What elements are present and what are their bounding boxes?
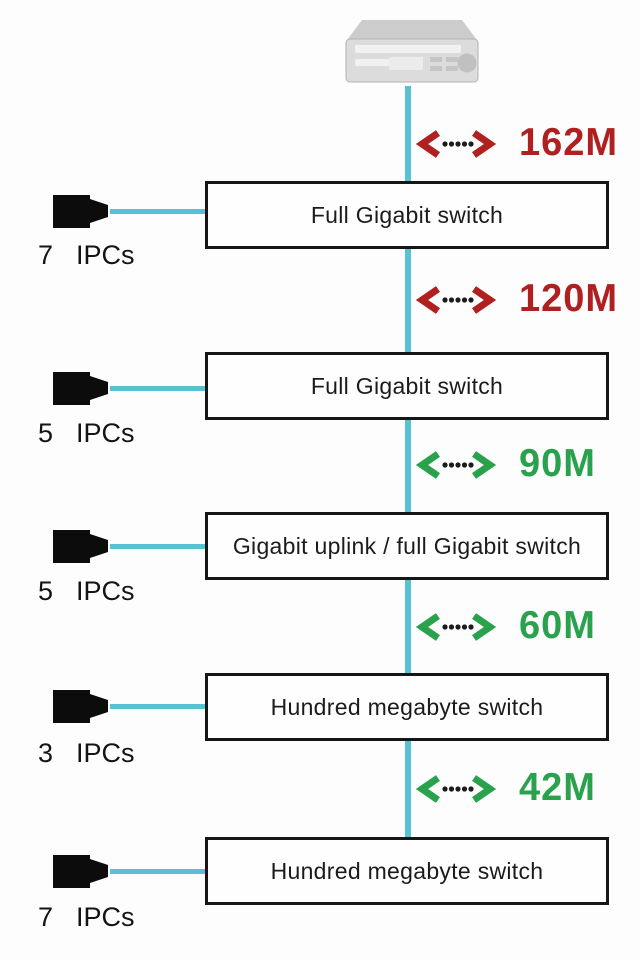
switch-label: Gigabit uplink / full Gigabit switch (232, 532, 582, 559)
switch-label: Full Gigabit switch (310, 201, 504, 228)
ipc-count: 7 (38, 902, 54, 932)
ipc-count: 3 (38, 738, 54, 768)
switch-box-2: Full Gigabit switch (205, 352, 609, 420)
switch-box-3: Gigabit uplink / full Gigabit switch (205, 512, 609, 580)
bandwidth-label-3: 90M (415, 443, 596, 486)
bandwidth-value: 60M (519, 604, 596, 648)
ipc-unit: IPCs (76, 902, 135, 932)
ipc-unit: IPCs (76, 576, 135, 606)
ipc-count: 5 (38, 418, 54, 448)
backbone-cable (405, 86, 411, 840)
camera-cable-4 (110, 704, 206, 709)
double-arrow-icon (415, 612, 497, 641)
ipc-camera-icon-1 (52, 189, 114, 240)
switch-label: Hundred megabyte switch (270, 693, 544, 720)
camera-cable-2 (110, 386, 206, 391)
camera-cable-1 (110, 209, 206, 214)
ipc-camera-icon-4 (52, 684, 114, 735)
switch-box-1: Full Gigabit switch (205, 181, 609, 249)
ipc-camera-icon-5 (52, 849, 114, 900)
switch-box-5: Hundred megabyte switch (205, 837, 609, 905)
switch-box-4: Hundred megabyte switch (205, 673, 609, 741)
bandwidth-value: 120M (519, 277, 619, 321)
nvr-recorder-icon (342, 12, 482, 95)
ipc-unit: IPCs (76, 738, 135, 768)
ipc-count-label-3: 5 IPCs (38, 576, 135, 607)
bandwidth-label-1: 162M (415, 122, 618, 165)
bandwidth-value: 90M (519, 442, 596, 486)
ipc-count-label-1: 7 IPCs (38, 240, 135, 271)
switch-label: Full Gigabit switch (310, 372, 504, 399)
double-arrow-icon (415, 450, 497, 479)
camera-cable-3 (110, 544, 206, 549)
ipc-camera-icon-2 (52, 366, 114, 417)
camera-cable-5 (110, 869, 206, 874)
ipc-count-label-5: 7 IPCs (38, 902, 135, 933)
double-arrow-icon (415, 285, 497, 314)
bandwidth-value: 162M (519, 121, 619, 165)
bandwidth-label-4: 60M (415, 605, 596, 648)
bandwidth-label-2: 120M (415, 278, 618, 321)
ipc-count: 5 (38, 576, 54, 606)
ipc-unit: IPCs (76, 418, 135, 448)
ipc-unit: IPCs (76, 240, 135, 270)
double-arrow-icon (415, 129, 497, 158)
bandwidth-value: 42M (519, 766, 596, 810)
ipc-count: 7 (38, 240, 54, 270)
ipc-count-label-2: 5 IPCs (38, 418, 135, 449)
bandwidth-label-5: 42M (415, 767, 596, 810)
switch-label: Hundred megabyte switch (270, 857, 544, 884)
ipc-camera-icon-3 (52, 524, 114, 575)
ipc-count-label-4: 3 IPCs (38, 738, 135, 769)
double-arrow-icon (415, 774, 497, 803)
